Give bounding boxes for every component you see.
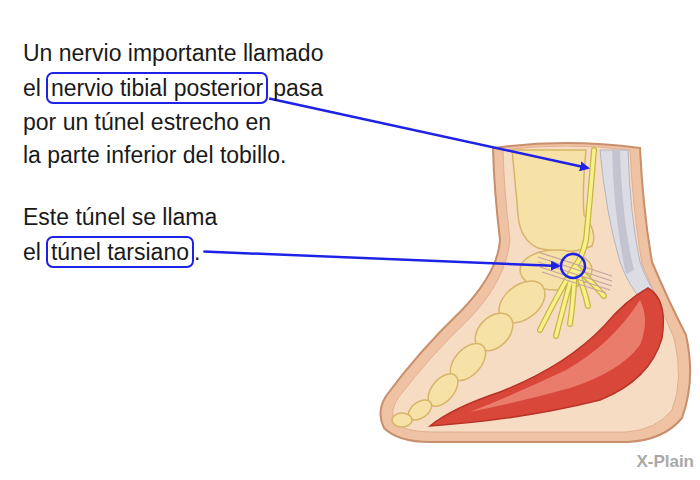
highlighted-term: nervio tibial posterior bbox=[51, 75, 263, 101]
highlighted-term: túnel tarsiano bbox=[51, 239, 189, 265]
body-text: . bbox=[194, 239, 200, 265]
text-line: el túnel tarsiano. bbox=[23, 235, 200, 268]
body-text: pasa bbox=[273, 75, 323, 101]
body-text: Un nervio importante llamado bbox=[23, 40, 323, 66]
text-line: Un nervio importante llamado bbox=[23, 36, 323, 69]
text-line: la parte inferior del tobillo. bbox=[23, 138, 286, 171]
sole-muscle bbox=[430, 288, 663, 426]
text-line: por un túnel estrecho en bbox=[23, 105, 271, 138]
tibia-bone bbox=[512, 150, 594, 252]
text-line: Este túnel se llama bbox=[23, 200, 217, 233]
tibial-nerve bbox=[540, 150, 604, 336]
tendon-sheath bbox=[600, 150, 660, 305]
highlight-box: túnel tarsiano bbox=[46, 236, 194, 268]
tendon bbox=[612, 150, 634, 274]
tarsal-tunnel-retinaculum bbox=[538, 252, 612, 293]
body-text: el bbox=[23, 239, 41, 265]
highlight-box: nervio tibial posterior bbox=[46, 72, 268, 104]
leader-arrow bbox=[269, 99, 588, 169]
skin-outline bbox=[380, 143, 690, 442]
body-text: Este túnel se llama bbox=[23, 204, 217, 230]
leader-arrow bbox=[203, 252, 559, 267]
body-text: el bbox=[23, 75, 41, 101]
toe-bone bbox=[392, 413, 412, 427]
body-text: la parte inferior del tobillo. bbox=[23, 142, 286, 168]
text-line: el nervio tibial posterior pasa bbox=[23, 71, 323, 104]
watermark: X-Plain bbox=[636, 452, 694, 472]
highlight-circle bbox=[561, 254, 585, 278]
soft-tissue bbox=[393, 146, 679, 432]
body-text: por un túnel estrecho en bbox=[23, 109, 271, 135]
